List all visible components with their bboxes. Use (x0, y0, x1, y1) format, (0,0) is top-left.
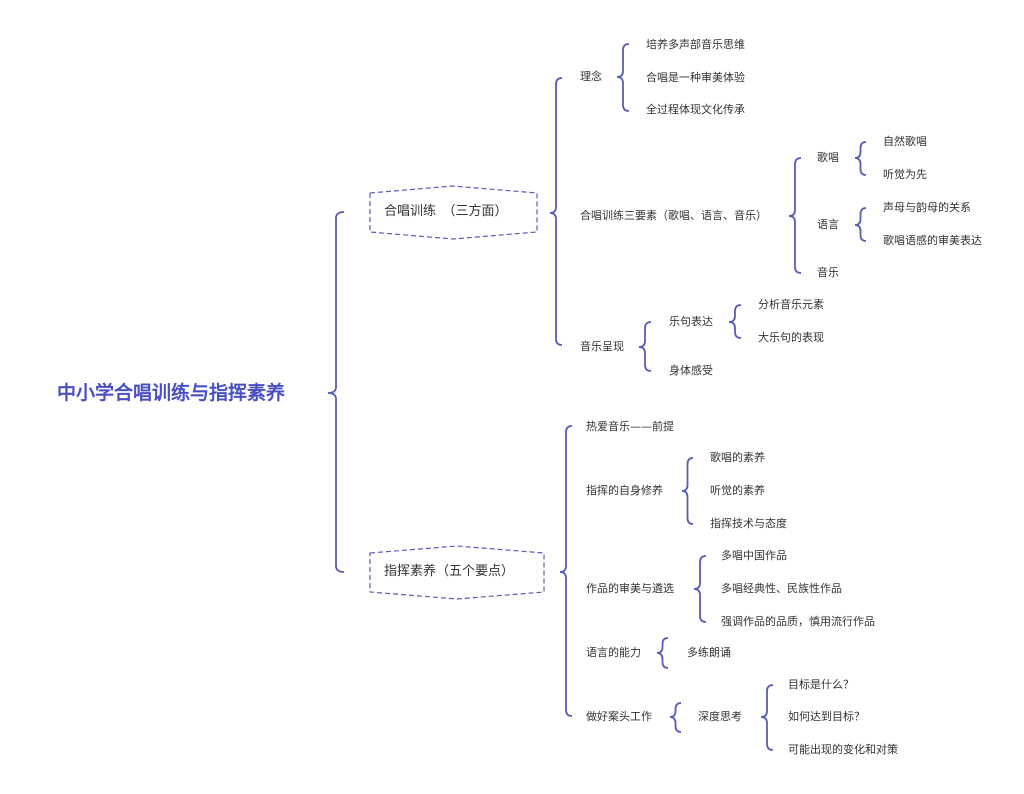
leaf[interactable]: 歌唱的素养 (710, 451, 765, 464)
node-love-music[interactable]: 热爱音乐——前提 (586, 420, 674, 433)
brace-connector (327, 211, 345, 573)
branch-choir-training[interactable]: 合唱训练 （三方面） (384, 204, 508, 219)
brace-connector (854, 207, 867, 242)
brace-connector (681, 457, 694, 525)
node-deep-thinking[interactable]: 深度思考 (698, 710, 742, 723)
leaf[interactable]: 强调作品的品质，慎用流行作品 (721, 615, 875, 628)
root-topic[interactable]: 中小学合唱训练与指挥素养 (57, 382, 286, 404)
node-singing[interactable]: 歌唱 (817, 151, 839, 164)
leaf[interactable]: 多唱中国作品 (721, 549, 787, 562)
branch2-box (369, 545, 545, 600)
leaf[interactable]: 指挥技术与态度 (710, 517, 787, 530)
brace-connector (788, 157, 802, 274)
brace-connector (549, 77, 563, 346)
leaf[interactable]: 如何达到目标？ (788, 710, 865, 723)
node-phrase[interactable]: 乐句表达 (669, 315, 713, 328)
brace-connector (656, 637, 669, 669)
leaf[interactable]: 可能出现的变化和对策 (788, 743, 898, 756)
leaf[interactable]: 声母与韵母的关系 (883, 201, 971, 214)
leaf[interactable]: 培养多声部音乐思维 (646, 38, 745, 51)
brace-connector (669, 702, 682, 733)
leaf[interactable]: 听觉的素养 (710, 484, 765, 497)
leaf[interactable]: 自然歌唱 (883, 135, 927, 148)
leaf[interactable]: 全过程体现文化传承 (646, 103, 745, 116)
leaf[interactable]: 歌唱语感的审美表达 (883, 234, 982, 247)
node-presentation[interactable]: 音乐呈现 (580, 340, 624, 353)
brace-connector (728, 304, 742, 339)
brace-connector (693, 555, 707, 623)
brace-connector (854, 141, 867, 176)
leaf[interactable]: 合唱是一种审美体验 (646, 71, 745, 84)
branch1-box (369, 185, 538, 240)
node-self[interactable]: 指挥的自身修养 (586, 484, 663, 497)
leaf[interactable]: 分析音乐元素 (758, 298, 824, 311)
brace-connector (559, 425, 573, 717)
node-music[interactable]: 音乐 (817, 266, 839, 279)
brace-connector (638, 321, 652, 372)
node-idea[interactable]: 理念 (580, 70, 602, 83)
leaf[interactable]: 多唱经典性、民族性作品 (721, 582, 842, 595)
node-language-ability[interactable]: 语言的能力 (586, 646, 641, 659)
node-works[interactable]: 作品的审美与遴选 (586, 582, 674, 595)
node-desk-work[interactable]: 做好案头工作 (586, 710, 652, 723)
leaf[interactable]: 大乐句的表现 (758, 331, 824, 344)
node-language[interactable]: 语言 (817, 218, 839, 231)
leaf[interactable]: 多练朗诵 (687, 646, 731, 659)
leaf[interactable]: 听觉为先 (883, 168, 927, 181)
node-three-elements[interactable]: 合唱训练三要素（歌唱、语言、音乐） (580, 209, 767, 222)
branch-conductor-literacy[interactable]: 指挥素养（五个要点） (384, 564, 515, 579)
brace-connector (616, 43, 630, 112)
leaf[interactable]: 目标是什么？ (788, 678, 854, 691)
brace-connector (760, 684, 774, 751)
node-body[interactable]: 身体感受 (669, 364, 713, 377)
